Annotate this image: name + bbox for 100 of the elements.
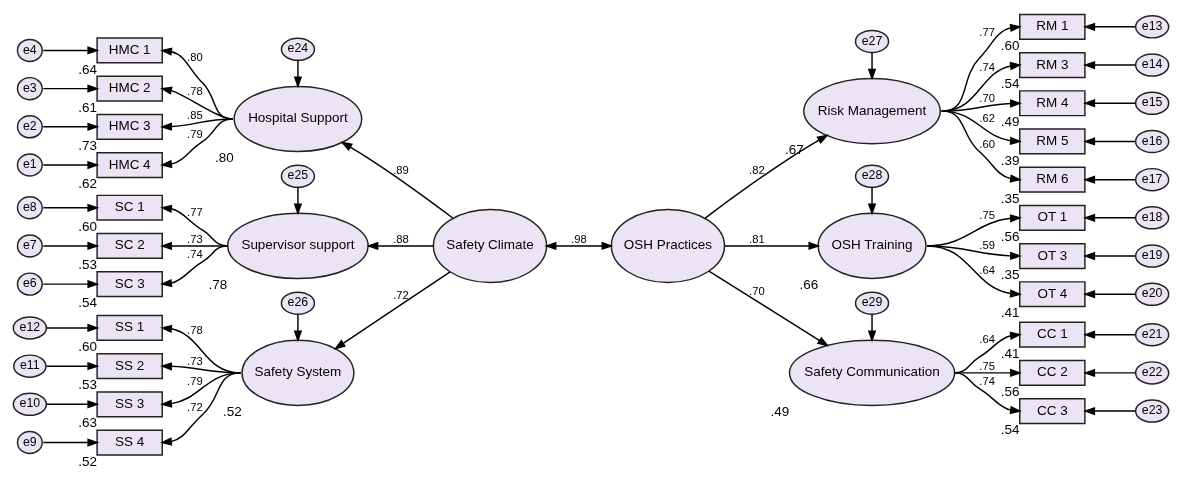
node-box: RM 3 <box>1019 51 1086 78</box>
edge-label: .60 <box>979 137 995 150</box>
node-label: .52 <box>78 453 97 469</box>
arrow <box>940 109 1022 183</box>
arrow <box>867 313 877 342</box>
node-box: CC 3 <box>1019 397 1086 424</box>
node-label: .49 <box>1000 113 1020 129</box>
arrow <box>42 45 100 55</box>
arrow <box>1083 22 1136 31</box>
node-ellipse: OSH Training <box>817 212 927 279</box>
node-label: .56 <box>1000 383 1020 399</box>
edge-label: .81 <box>749 232 765 245</box>
edge-label: .59 <box>979 238 995 251</box>
node-ellipse: e12 <box>12 315 48 340</box>
arrow <box>45 323 100 332</box>
node-ellipse: e26 <box>280 291 316 315</box>
arrow <box>1083 60 1136 69</box>
node-box: SC 1 <box>96 194 163 221</box>
node-label: .35 <box>1000 190 1020 206</box>
arrow <box>1083 289 1136 298</box>
arrow <box>1083 330 1136 339</box>
node-ellipse: e18 <box>1134 205 1170 230</box>
node-label: .39 <box>1000 152 1020 168</box>
node-ellipse: e22 <box>1134 360 1170 385</box>
node-box: RM 6 <box>1019 166 1086 193</box>
node-label: .53 <box>78 376 97 392</box>
node-ellipse: e8 <box>16 195 43 219</box>
arrow <box>926 244 1022 298</box>
arrow <box>42 241 100 250</box>
node-box: OT 1 <box>1019 204 1086 231</box>
node-label: .41 <box>1000 304 1020 320</box>
edge-label: .74 <box>979 374 995 387</box>
node-label: .60 <box>78 218 97 234</box>
edge-label: .73 <box>187 354 203 367</box>
node-box: SS 3 <box>96 390 163 417</box>
arrow <box>1083 213 1136 222</box>
node-ellipse: e3 <box>16 76 43 100</box>
node-box: RM 4 <box>1019 89 1086 116</box>
node-box: HMC 3 <box>96 113 163 140</box>
edge-label: .85 <box>187 108 203 121</box>
edge-label: .77 <box>187 205 203 218</box>
node-box: OT 4 <box>1019 280 1086 307</box>
arrow <box>953 371 1022 414</box>
arrow <box>293 59 303 89</box>
node-box: HMC 1 <box>96 36 163 64</box>
edge-label: .75 <box>979 359 995 372</box>
node-ellipse: e15 <box>1134 91 1170 115</box>
node-ellipse: e29 <box>854 291 890 315</box>
node-ellipse: e28 <box>854 164 890 188</box>
arrow <box>42 122 100 131</box>
node-box: SS 1 <box>96 314 163 341</box>
node-box: RM 1 <box>1019 13 1086 40</box>
arrow <box>42 279 100 288</box>
arrow <box>724 241 821 250</box>
node-box: CC 2 <box>1019 359 1086 386</box>
node-ellipse: e16 <box>1134 129 1170 153</box>
node-label: .78 <box>208 276 228 292</box>
node-ellipse: e19 <box>1134 243 1170 268</box>
node-label: .67 <box>785 141 804 157</box>
arrow <box>160 244 229 287</box>
arrow <box>293 313 303 342</box>
node-label: .62 <box>78 175 97 191</box>
arrow <box>1083 251 1136 260</box>
node-ellipse: e2 <box>16 114 43 139</box>
edge-label: .88 <box>393 232 409 245</box>
node-label: .53 <box>78 256 97 272</box>
node-label: .73 <box>78 137 97 153</box>
edge-label: .62 <box>979 111 995 124</box>
node-ellipse: e1 <box>16 152 43 177</box>
node-label: .41 <box>1000 345 1020 361</box>
arrow <box>940 109 1022 145</box>
edge-label: .98 <box>571 232 587 245</box>
node-ellipse: e4 <box>16 38 43 62</box>
arrow <box>1083 98 1136 107</box>
edge-label: .78 <box>187 84 203 97</box>
node-label: .64 <box>78 61 97 77</box>
node-ellipse: e20 <box>1134 282 1170 306</box>
arrow <box>1083 136 1136 146</box>
edge-label: .82 <box>749 163 765 176</box>
node-label: .61 <box>78 99 97 115</box>
arrow <box>45 361 100 370</box>
arrow <box>867 51 877 81</box>
node-box: SS 2 <box>96 352 163 379</box>
node-ellipse: e6 <box>16 271 43 296</box>
node-label: .60 <box>78 338 97 354</box>
node-ellipse: e17 <box>1134 167 1170 191</box>
node-box: SS 4 <box>96 428 163 456</box>
arrow <box>160 117 234 168</box>
node-box: HMC 2 <box>96 75 163 102</box>
arrow <box>42 203 100 212</box>
arrow <box>867 186 877 215</box>
node-label: .63 <box>78 414 97 430</box>
arrow <box>340 140 454 219</box>
node-label: .52 <box>222 403 242 419</box>
node-ellipse: e10 <box>12 392 48 416</box>
node-label: .35 <box>1000 266 1020 282</box>
arrow <box>42 83 100 93</box>
arrow <box>160 371 242 446</box>
edge-label: .74 <box>187 247 203 260</box>
edge-label: .80 <box>187 50 203 63</box>
